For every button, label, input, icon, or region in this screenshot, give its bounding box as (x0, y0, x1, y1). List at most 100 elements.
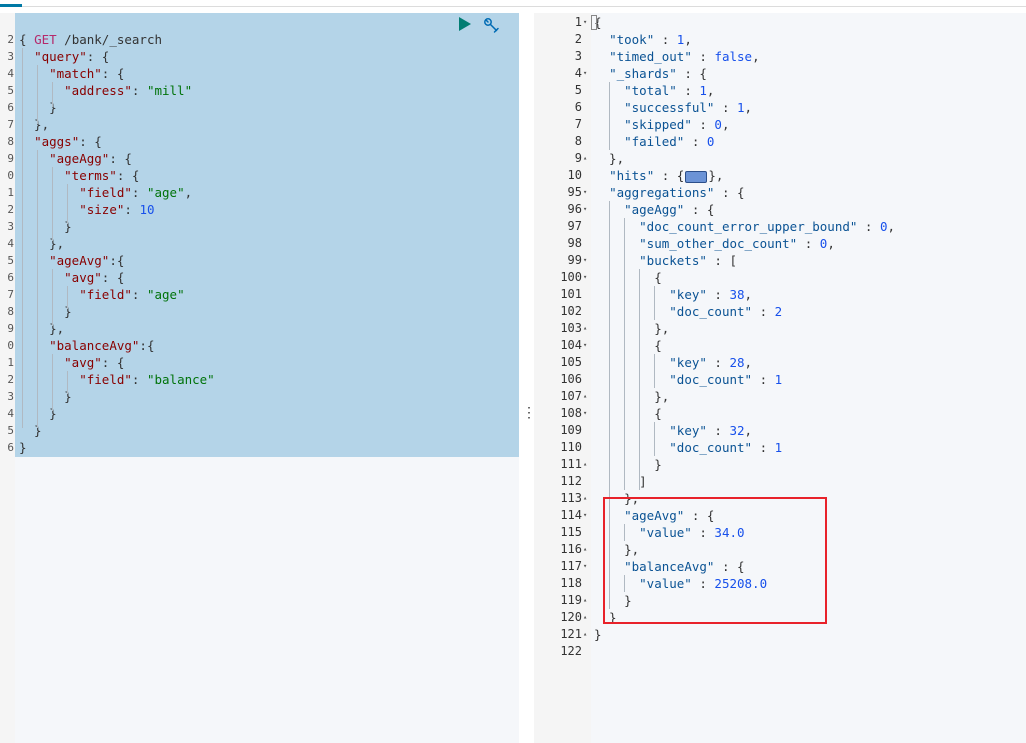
response-code-line[interactable]: "balanceAvg" : { (594, 558, 744, 575)
response-code-line[interactable]: "skipped" : 0, (594, 116, 729, 133)
request-line-header[interactable]: GET /bank/_search (19, 14, 162, 47)
response-token: : (752, 304, 775, 319)
response-line-number: 113 (560, 491, 582, 505)
response-code-line[interactable]: "hits" : {}, (594, 167, 723, 184)
request-code-line[interactable]: "address": "mill" (19, 82, 192, 99)
response-code-line[interactable]: "_shards" : { (594, 65, 707, 82)
response-code-line[interactable]: }, (594, 320, 669, 337)
request-code-line[interactable]: "terms": { (19, 167, 139, 184)
fold-toggle-icon[interactable]: ▾ (583, 69, 588, 77)
response-code-line[interactable]: "value" : 25208.0 (594, 575, 767, 592)
response-token: , (744, 100, 753, 115)
fold-toggle-icon[interactable]: ▾ (583, 205, 588, 213)
fold-toggle-icon[interactable]: ▴ (583, 630, 588, 638)
request-code-line[interactable]: { (19, 31, 27, 48)
request-code-line[interactable]: "field": "balance" (19, 371, 214, 388)
request-code-line[interactable]: "ageAvg":{ (19, 252, 124, 269)
request-code-line[interactable]: "avg": { (19, 354, 124, 371)
response-code-line[interactable]: "doc_count" : 2 (594, 303, 782, 320)
response-token: 28 (729, 355, 745, 370)
request-code-line[interactable]: "ageAgg": { (19, 150, 132, 167)
response-code-line[interactable]: }, (594, 388, 669, 405)
request-code-line[interactable]: "aggs": { (19, 133, 102, 150)
request-code-line[interactable]: "balanceAvg":{ (19, 337, 154, 354)
request-code-line[interactable]: }, (19, 235, 64, 252)
response-code-line[interactable]: { (594, 269, 662, 286)
response-code-line[interactable]: "key" : 32, (594, 422, 752, 439)
response-editor[interactable] (591, 13, 1026, 743)
response-code-line[interactable]: "value" : 34.0 (594, 524, 744, 541)
response-code-line[interactable]: { (594, 405, 662, 422)
collapsed-hits-button[interactable] (685, 170, 708, 183)
response-code-line[interactable]: "failed" : 0 (594, 133, 714, 150)
response-line-number: 100 (560, 270, 582, 284)
request-code-line[interactable]: }, (19, 320, 64, 337)
response-token: : (691, 576, 715, 591)
indent-guide (52, 167, 53, 241)
request-code-line[interactable]: } (19, 99, 57, 116)
response-code-line[interactable]: }, (594, 541, 639, 558)
response-code-line[interactable]: { (594, 14, 602, 31)
response-line-number: 119 (560, 593, 582, 607)
fold-toggle-icon[interactable]: ▴ (583, 494, 588, 502)
play-icon[interactable] (457, 16, 473, 32)
response-code-line[interactable]: "took" : 1, (594, 31, 692, 48)
response-line-number: 118 (560, 576, 582, 590)
response-code-line[interactable]: "aggregations" : { (594, 184, 744, 201)
response-line-number: 103 (560, 321, 582, 335)
response-code-line[interactable]: } (594, 626, 602, 643)
request-token: "field" (79, 287, 132, 302)
response-code-line[interactable]: } (594, 456, 662, 473)
response-code-line[interactable]: "ageAvg" : { (594, 507, 714, 524)
request-code-line[interactable]: } (19, 439, 27, 456)
response-code-line[interactable]: "doc_count" : 1 (594, 371, 782, 388)
response-code-line[interactable]: "timed_out" : false, (594, 48, 760, 65)
fold-toggle-icon[interactable]: ▾ (583, 273, 588, 281)
response-token: , (827, 236, 835, 251)
request-code-line[interactable]: "field": "age" (19, 286, 184, 303)
response-code-line[interactable]: "key" : 38, (594, 286, 752, 303)
request-code-line[interactable]: "field": "age", (19, 184, 192, 201)
request-code-line[interactable]: "query": { (19, 48, 109, 65)
request-code-line[interactable]: } (19, 405, 57, 422)
fold-toggle-icon[interactable]: ▾ (583, 511, 588, 519)
vertical-dots-icon[interactable]: ⋮ (522, 405, 536, 421)
fold-toggle-icon[interactable]: ▴ (583, 545, 588, 553)
fold-toggle-icon[interactable]: ▴ (583, 613, 588, 621)
response-token: : (691, 117, 715, 132)
request-code-line[interactable]: "match": { (19, 65, 124, 82)
fold-toggle-icon[interactable]: ▾ (583, 562, 588, 570)
fold-toggle-icon[interactable]: ▾ (583, 188, 588, 196)
fold-toggle-icon[interactable]: ▾ (583, 341, 588, 349)
response-code-line[interactable]: "doc_count_error_upper_bound" : 0, (594, 218, 895, 235)
response-code-line[interactable]: } (594, 609, 617, 626)
request-code-line[interactable]: } (19, 218, 72, 235)
fold-toggle-icon[interactable]: ▾ (583, 18, 588, 26)
response-code-line[interactable]: } (594, 592, 632, 609)
response-code-line[interactable]: "successful" : 1, (594, 99, 752, 116)
fold-toggle-icon[interactable]: ▴ (583, 392, 588, 400)
fold-toggle-icon[interactable]: ▴ (583, 460, 588, 468)
fold-toggle-icon[interactable]: ▴ (583, 324, 588, 332)
response-code-line[interactable]: "total" : 1, (594, 82, 714, 99)
response-code-line[interactable]: "doc_count" : 1 (594, 439, 782, 456)
fold-toggle-icon[interactable]: ▴ (583, 596, 588, 604)
request-code-line[interactable]: "size": 10 (19, 201, 154, 218)
request-code-line[interactable]: } (19, 303, 72, 320)
request-code-line[interactable]: } (19, 422, 42, 439)
request-code-line[interactable]: }, (19, 116, 49, 133)
response-code-line[interactable]: "ageAgg" : { (594, 201, 714, 218)
fold-toggle-icon[interactable]: ▾ (583, 256, 588, 264)
response-code-line[interactable]: { (594, 337, 662, 354)
response-code-line[interactable]: "buckets" : [ (594, 252, 737, 269)
response-code-line[interactable]: }, (594, 150, 624, 167)
request-code-line[interactable]: } (19, 388, 72, 405)
fold-toggle-icon[interactable]: ▾ (583, 409, 588, 417)
response-code-line[interactable]: "key" : 28, (594, 354, 752, 371)
fold-toggle-icon[interactable]: ▴ (583, 154, 588, 162)
response-code-line[interactable]: ] (594, 473, 647, 490)
request-code-line[interactable]: "avg": { (19, 269, 124, 286)
response-code-line[interactable]: "sum_other_doc_count" : 0, (594, 235, 835, 252)
wrench-icon[interactable] (482, 16, 500, 34)
